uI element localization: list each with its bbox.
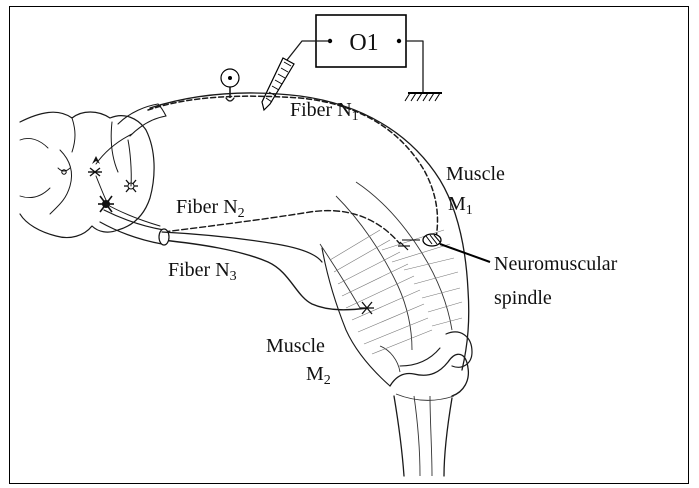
label-fiber-n2: Fiber N2 (176, 196, 245, 221)
spindle-line1: Neuromuscular (494, 253, 618, 275)
label-fiber-n3: Fiber N3 (168, 259, 237, 284)
fiber-n2-text: Fiber N (176, 196, 238, 218)
fiber-n1-sub: 1 (352, 109, 359, 124)
muscle-m1-line1: Muscle (446, 163, 505, 185)
motor-ending-m2 (360, 302, 374, 314)
muscle-m2-line2: M (306, 363, 324, 385)
muscle-shading (330, 230, 462, 354)
label-muscle-m2: Muscle M2 (266, 335, 331, 388)
leg-outline (150, 93, 472, 476)
fiber-n1-text: Fiber N (290, 99, 352, 121)
label-spindle: Neuromuscular spindle (494, 253, 618, 309)
muscle-m2-sub: 2 (324, 373, 331, 388)
fiber-n3-text: Fiber N (168, 259, 230, 281)
spinal-neurons (88, 134, 160, 226)
svg-text:M2: M2 (306, 363, 331, 388)
muscle-m1-sub: 1 (466, 203, 473, 218)
label-fiber-n1: Fiber N1 (290, 99, 359, 124)
oscilloscope-label: O1 (349, 30, 378, 56)
neuromuscular-spindle-icon (402, 234, 441, 246)
label-muscle-m1: Muscle M1 (446, 163, 505, 218)
ground-icon (405, 93, 442, 101)
spindle-line2: spindle (494, 287, 552, 309)
fiber-n2-sub: 2 (238, 206, 245, 221)
ground-wire (406, 41, 423, 93)
muscle-m1-line2: M (448, 193, 466, 215)
oscilloscope: O1 (316, 15, 406, 67)
svg-text:Fiber N3: Fiber N3 (168, 259, 237, 284)
nerve-fibers (100, 96, 438, 310)
svg-text:Fiber N1: Fiber N1 (290, 99, 359, 124)
svg-text:M1: M1 (448, 193, 473, 218)
fiber-n3-sub: 3 (230, 269, 237, 284)
svg-text:Fiber N2: Fiber N2 (176, 196, 245, 221)
recording-wire (287, 41, 316, 60)
muscle-m2-line1: Muscle (266, 335, 325, 357)
